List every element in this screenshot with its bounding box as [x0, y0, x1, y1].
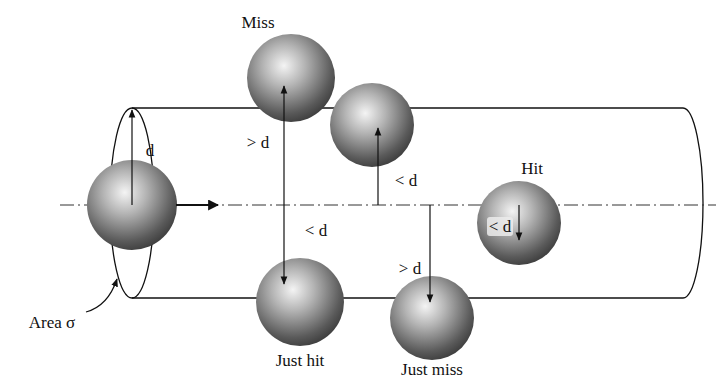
dimension-label: < d: [487, 217, 513, 236]
dimension-label: < d: [393, 171, 419, 190]
dimension-label: > d: [245, 133, 271, 152]
leader-line: [86, 279, 117, 312]
target-sphere: [390, 276, 474, 360]
target-sphere: [330, 83, 414, 167]
travel-arrow: [176, 204, 218, 206]
distance-arrow: [518, 205, 519, 240]
outcome-label: Just miss: [399, 360, 465, 379]
outcome-label: Hit: [519, 159, 545, 178]
area-label: Area σ: [27, 313, 77, 332]
cylinder-end: [683, 108, 703, 298]
dimension-label: < d: [303, 221, 329, 240]
distance-arrow: [283, 205, 284, 284]
radius-arrow: [131, 110, 132, 205]
target-sphere: [256, 258, 344, 346]
outcome-label: Miss: [239, 13, 276, 32]
outcome-label: Just hit: [274, 351, 327, 370]
dimension-label: > d: [397, 259, 423, 278]
distance-arrow: [283, 86, 284, 205]
target-sphere: [477, 181, 561, 265]
distance-arrow: [429, 205, 430, 302]
target-sphere: [247, 34, 335, 122]
distance-arrow: [377, 128, 378, 205]
dimension-label: d: [144, 141, 157, 160]
